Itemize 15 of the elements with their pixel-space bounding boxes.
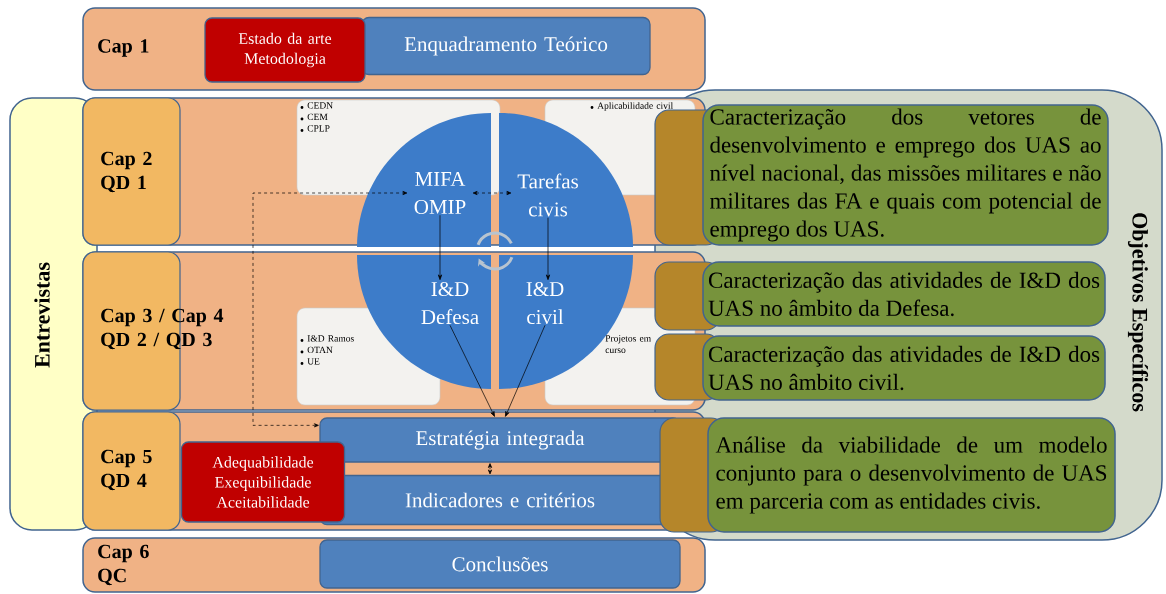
arrow	[252, 190, 408, 428]
process-box: Conclusões	[319, 539, 681, 589]
process-box: Estratégia integrada	[319, 417, 681, 463]
arrow	[437, 214, 443, 281]
criteria-box: Estado da arte Metodologia	[204, 17, 366, 83]
arrow	[505, 324, 546, 417]
arrow	[487, 463, 493, 475]
objective-box: Análise da viabilidade de um modelo conjunto para o desenvolvimento de UAS em parceria com as entidades civis.	[659, 417, 1116, 533]
arrow	[472, 190, 512, 196]
process-box: Enquadramento Teórico	[361, 16, 651, 76]
criteria-box: Adequabilidade Exequibilidade Aceitabilidade	[180, 441, 346, 523]
objective-box: Caracterização das atividades de I&D dos UAS no âmbito civil.	[654, 333, 1106, 401]
arrow	[449, 324, 495, 417]
arrow	[545, 217, 551, 281]
objective-box: Caracterização das atividades de I&D dos UAS no âmbito da Defesa.	[654, 261, 1106, 331]
